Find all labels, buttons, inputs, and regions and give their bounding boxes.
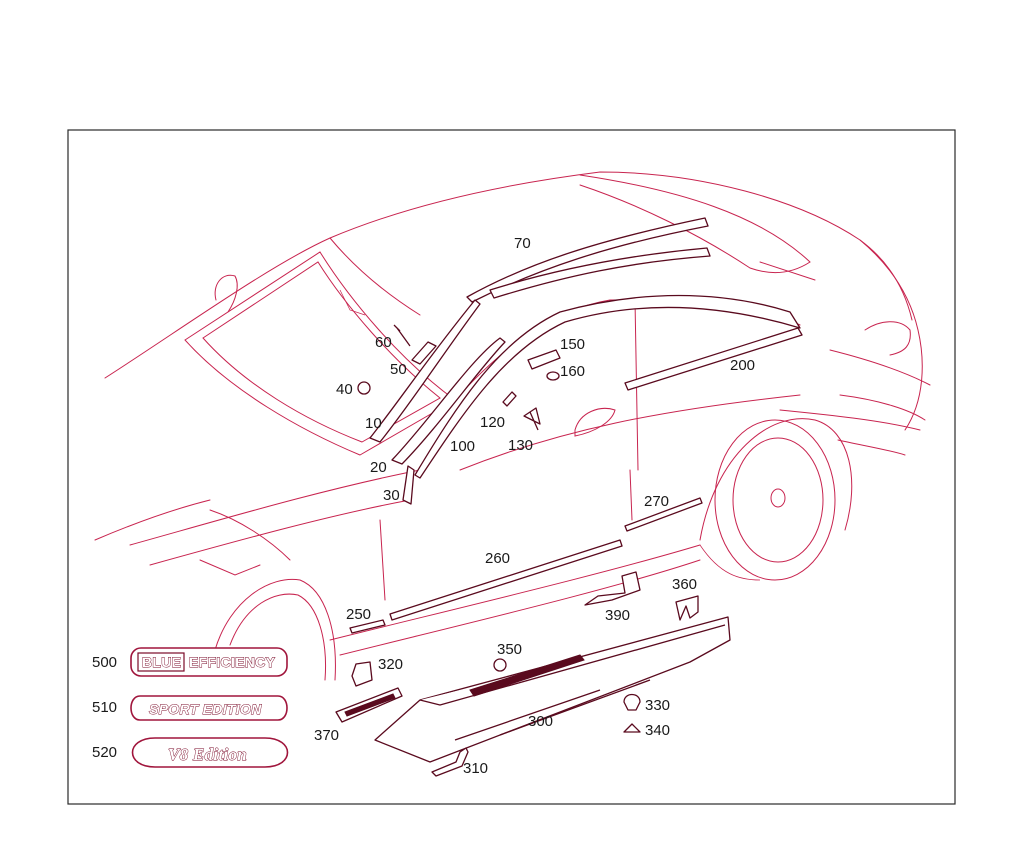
callout-10: 10 [365, 415, 382, 432]
part-10-a-pillar-trim [369, 299, 481, 443]
part-360-end-cap [675, 595, 699, 621]
callout-50: 50 [390, 361, 407, 378]
part-150-bracket [527, 349, 561, 370]
part-30-bracket [402, 465, 415, 505]
part-20-a-pillar-trim [391, 337, 506, 465]
part-250-molding [349, 619, 386, 634]
callout-60: 60 [375, 334, 392, 351]
callout-250: 250 [346, 606, 371, 623]
badge-blue-efficiency: BLUE EFFICIENCY [130, 647, 288, 677]
part-270-molding [624, 497, 703, 532]
part-390-bracket [584, 571, 641, 606]
callout-340: 340 [645, 722, 670, 739]
callout-labels: 70 60 50 40 10 20 30 100 120 130 150 160… [92, 235, 755, 777]
parts [335, 217, 803, 777]
part-200-belt-molding [624, 327, 803, 391]
badge-v8-edition: V8 Edition [131, 737, 289, 768]
callout-70: 70 [514, 235, 531, 252]
part-130-screw [523, 407, 541, 431]
callout-270: 270 [644, 493, 669, 510]
part-260-molding [389, 539, 623, 621]
callout-260: 260 [485, 550, 510, 567]
badge-blue-text: BLUE [142, 654, 181, 670]
callout-370: 370 [314, 727, 339, 744]
part-350-clip [493, 658, 507, 672]
callout-20: 20 [370, 459, 387, 476]
callout-510: 510 [92, 699, 117, 716]
part-340-grommet [623, 723, 641, 733]
part-100-window-trim [414, 294, 801, 479]
callout-390: 390 [605, 607, 630, 624]
part-320-clip [351, 661, 373, 687]
callout-200: 200 [730, 357, 755, 374]
diagram-frame [67, 129, 956, 805]
part-160-grommet [546, 371, 560, 381]
callout-160: 160 [560, 363, 585, 380]
callout-30: 30 [383, 487, 400, 504]
callout-120: 120 [480, 414, 505, 431]
car-outline [94, 171, 931, 681]
badge-sport-edition: SPORT EDITION [130, 695, 288, 721]
part-70-roof-molding [466, 217, 709, 303]
callout-100: 100 [450, 438, 475, 455]
callout-500: 500 [92, 654, 117, 671]
callout-350: 350 [497, 641, 522, 658]
part-60-screw [393, 324, 411, 347]
callout-40: 40 [336, 381, 353, 398]
callout-360: 360 [672, 576, 697, 593]
callout-310: 310 [463, 760, 488, 777]
part-50-clip [411, 341, 437, 365]
badge-v8-edition-text: V8 Edition [168, 745, 247, 764]
badge-efficiency-text: EFFICIENCY [189, 654, 276, 670]
callout-130: 130 [508, 437, 533, 454]
part-310-clip [431, 747, 469, 777]
badge-sport-edition-text: SPORT EDITION [149, 701, 262, 717]
callout-320: 320 [378, 656, 403, 673]
callout-520: 520 [92, 744, 117, 761]
part-40-nut [357, 381, 371, 395]
callout-330: 330 [645, 697, 670, 714]
callout-150: 150 [560, 336, 585, 353]
part-330-clip [623, 693, 641, 711]
part-120-clip [502, 391, 517, 407]
callout-300: 300 [528, 713, 553, 730]
